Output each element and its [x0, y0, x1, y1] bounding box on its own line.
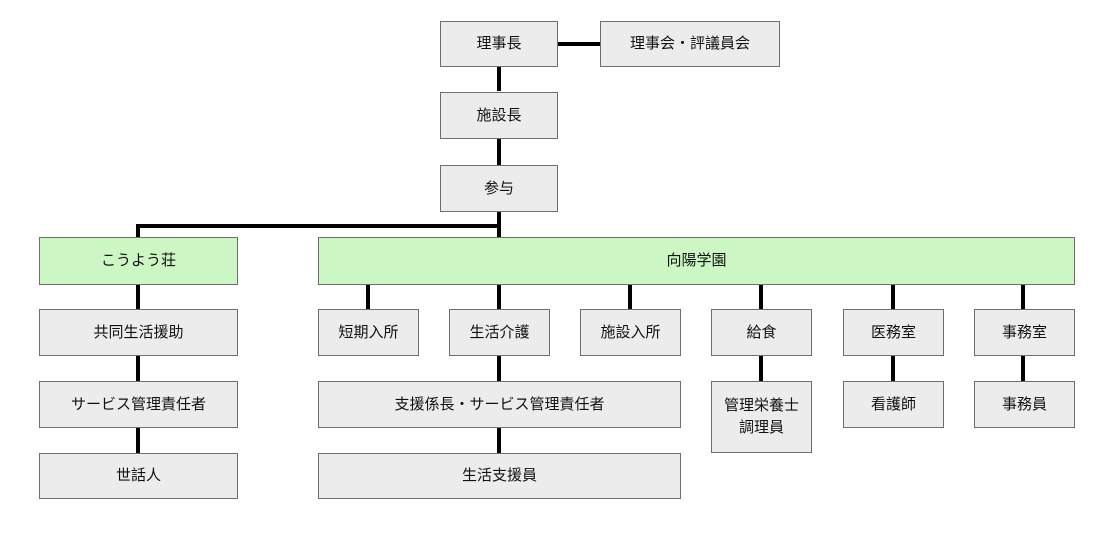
node-nurse: 看護師: [843, 381, 944, 428]
node-service-manager: サービス管理責任者: [39, 381, 238, 428]
node-caretaker: 世話人: [39, 453, 238, 499]
node-residential: 施設入所: [580, 309, 681, 356]
node-cook-label: 調理員: [738, 418, 784, 436]
node-chairman: 理事長: [440, 21, 558, 67]
node-advisor: 参与: [440, 165, 558, 212]
node-dietitian-label: 管理栄養士: [723, 396, 799, 415]
node-admin-office: 事務室: [974, 309, 1075, 356]
node-short-stay: 短期入所: [318, 309, 419, 356]
node-group-home-support: 共同生活援助: [39, 309, 238, 356]
node-support-chief: 支援係長・サービス管理責任者: [318, 381, 681, 428]
node-meals: 給食: [711, 309, 812, 356]
node-medical-office: 医務室: [843, 309, 944, 356]
node-life-care: 生活介護: [449, 309, 550, 356]
node-clerk: 事務員: [974, 381, 1075, 428]
node-life-support-staff: 生活支援員: [318, 453, 681, 499]
node-koyo-gakuen: 向陽学園: [318, 237, 1075, 285]
node-koyoso: こうよう荘: [39, 237, 238, 285]
connector-advisor-branches: [136, 212, 501, 237]
node-board: 理事会・評議員会: [600, 21, 780, 67]
node-dietitian-cook: 管理栄養士 調理員: [711, 381, 812, 453]
node-director: 施設長: [440, 92, 558, 139]
